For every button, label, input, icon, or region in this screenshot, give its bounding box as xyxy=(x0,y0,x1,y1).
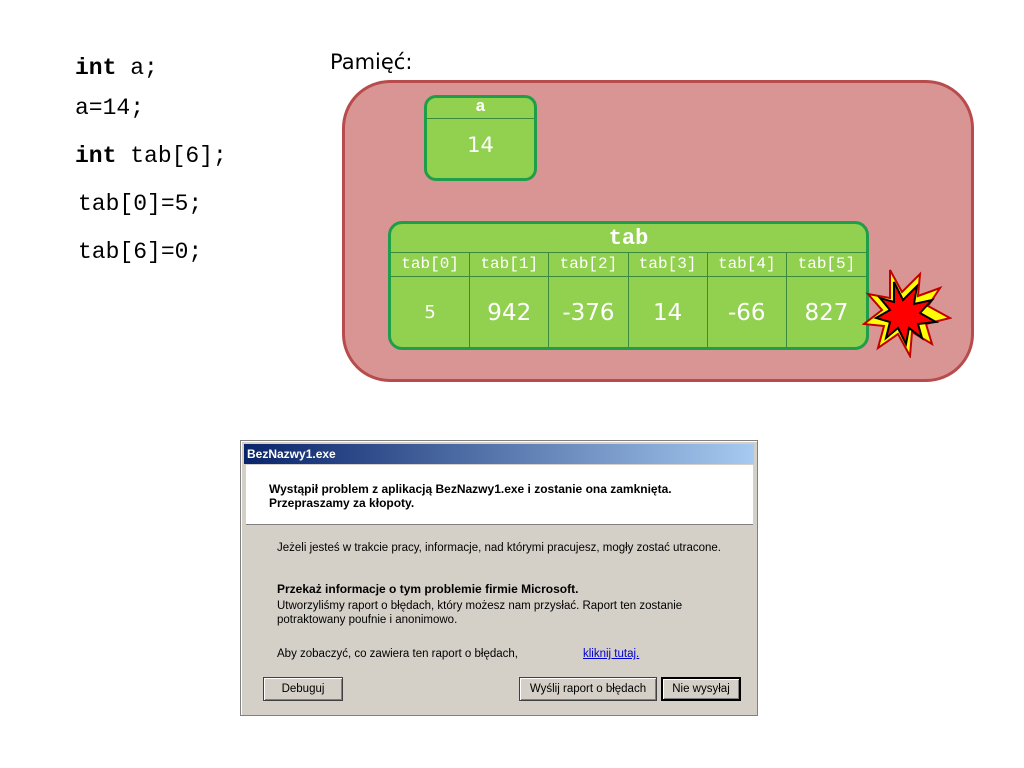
array-index-label: tab[3] xyxy=(629,253,708,276)
array-cell-value: 14 xyxy=(629,277,708,347)
code-line-assign-a: a=14; xyxy=(75,95,145,121)
array-value-row: 5 942 -376 14 -66 827 xyxy=(391,277,866,347)
code-text: a; xyxy=(116,55,158,81)
array-tab-box: tab tab[0] tab[1] tab[2] tab[3] tab[4] t… xyxy=(388,221,869,350)
array-index-label: tab[1] xyxy=(470,253,550,276)
code-line-assign-tab6: tab[6]=0; xyxy=(78,239,203,265)
dialog-header-message: Wystąpił problem z aplikacją BezNazwy1.e… xyxy=(269,482,739,510)
array-cell-value: -66 xyxy=(708,277,787,347)
array-index-label: tab[0] xyxy=(391,253,471,276)
dialog-header: Wystąpił problem z aplikacją BezNazwy1.e… xyxy=(246,465,753,525)
dialog-see-report-text: Aby zobaczyć, co zawiera ten raport o bł… xyxy=(277,648,518,660)
variable-a-value: 14 xyxy=(467,133,494,157)
array-cell-value: -376 xyxy=(549,277,629,347)
dont-send-button[interactable]: Nie wysyłaj xyxy=(661,677,741,701)
array-cell-value: 942 xyxy=(470,277,550,347)
code-line-assign-tab0: tab[0]=5; xyxy=(78,191,203,217)
debug-button[interactable]: Debuguj xyxy=(263,677,343,701)
keyword-int: int xyxy=(75,143,117,169)
code-line-declare-a: int a; xyxy=(75,57,158,80)
array-index-row: tab[0] tab[1] tab[2] tab[3] tab[4] tab[5… xyxy=(391,252,866,277)
dialog-titlebar[interactable]: BezNazwy1.exe xyxy=(244,444,754,464)
memory-label: Pamięć: xyxy=(330,50,413,74)
array-index-label: tab[2] xyxy=(549,253,629,276)
variable-a-name: a xyxy=(427,98,534,119)
dialog-header-line: Przepraszamy za kłopoty. xyxy=(269,496,415,510)
dialog-info-text: Jeżeli jesteś w trakcie pracy, informacj… xyxy=(277,542,721,554)
dialog-view-report-link[interactable]: kliknij tutaj. xyxy=(583,648,640,660)
dialog-report-line: Utworzyliśmy raport o błędach, który moż… xyxy=(277,600,683,612)
array-index-label: tab[5] xyxy=(797,255,856,273)
dialog-report-heading: Przekaż informacje o tym problemie firmi… xyxy=(277,582,579,596)
array-index-label: tab[4] xyxy=(708,253,787,276)
dialog-report-line: potraktowany poufnie i anonimowo. xyxy=(277,614,458,626)
error-dialog: BezNazwy1.exe Wystąpił problem z aplikac… xyxy=(240,440,758,716)
send-report-button[interactable]: Wyślij raport o błędach xyxy=(519,677,657,701)
keyword-int: int xyxy=(75,55,117,81)
code-text: tab[6]; xyxy=(116,143,227,169)
variable-a-box: a 14 xyxy=(424,95,537,181)
dialog-header-line: Wystąpił problem z aplikacją BezNazwy1.e… xyxy=(269,482,672,496)
code-line-declare-tab: int tab[6]; xyxy=(75,145,227,168)
array-tab-name: tab xyxy=(608,226,649,251)
explosion-icon xyxy=(862,269,952,358)
array-cell-value: 5 xyxy=(391,277,471,347)
array-cell-value: 827 xyxy=(804,300,849,326)
